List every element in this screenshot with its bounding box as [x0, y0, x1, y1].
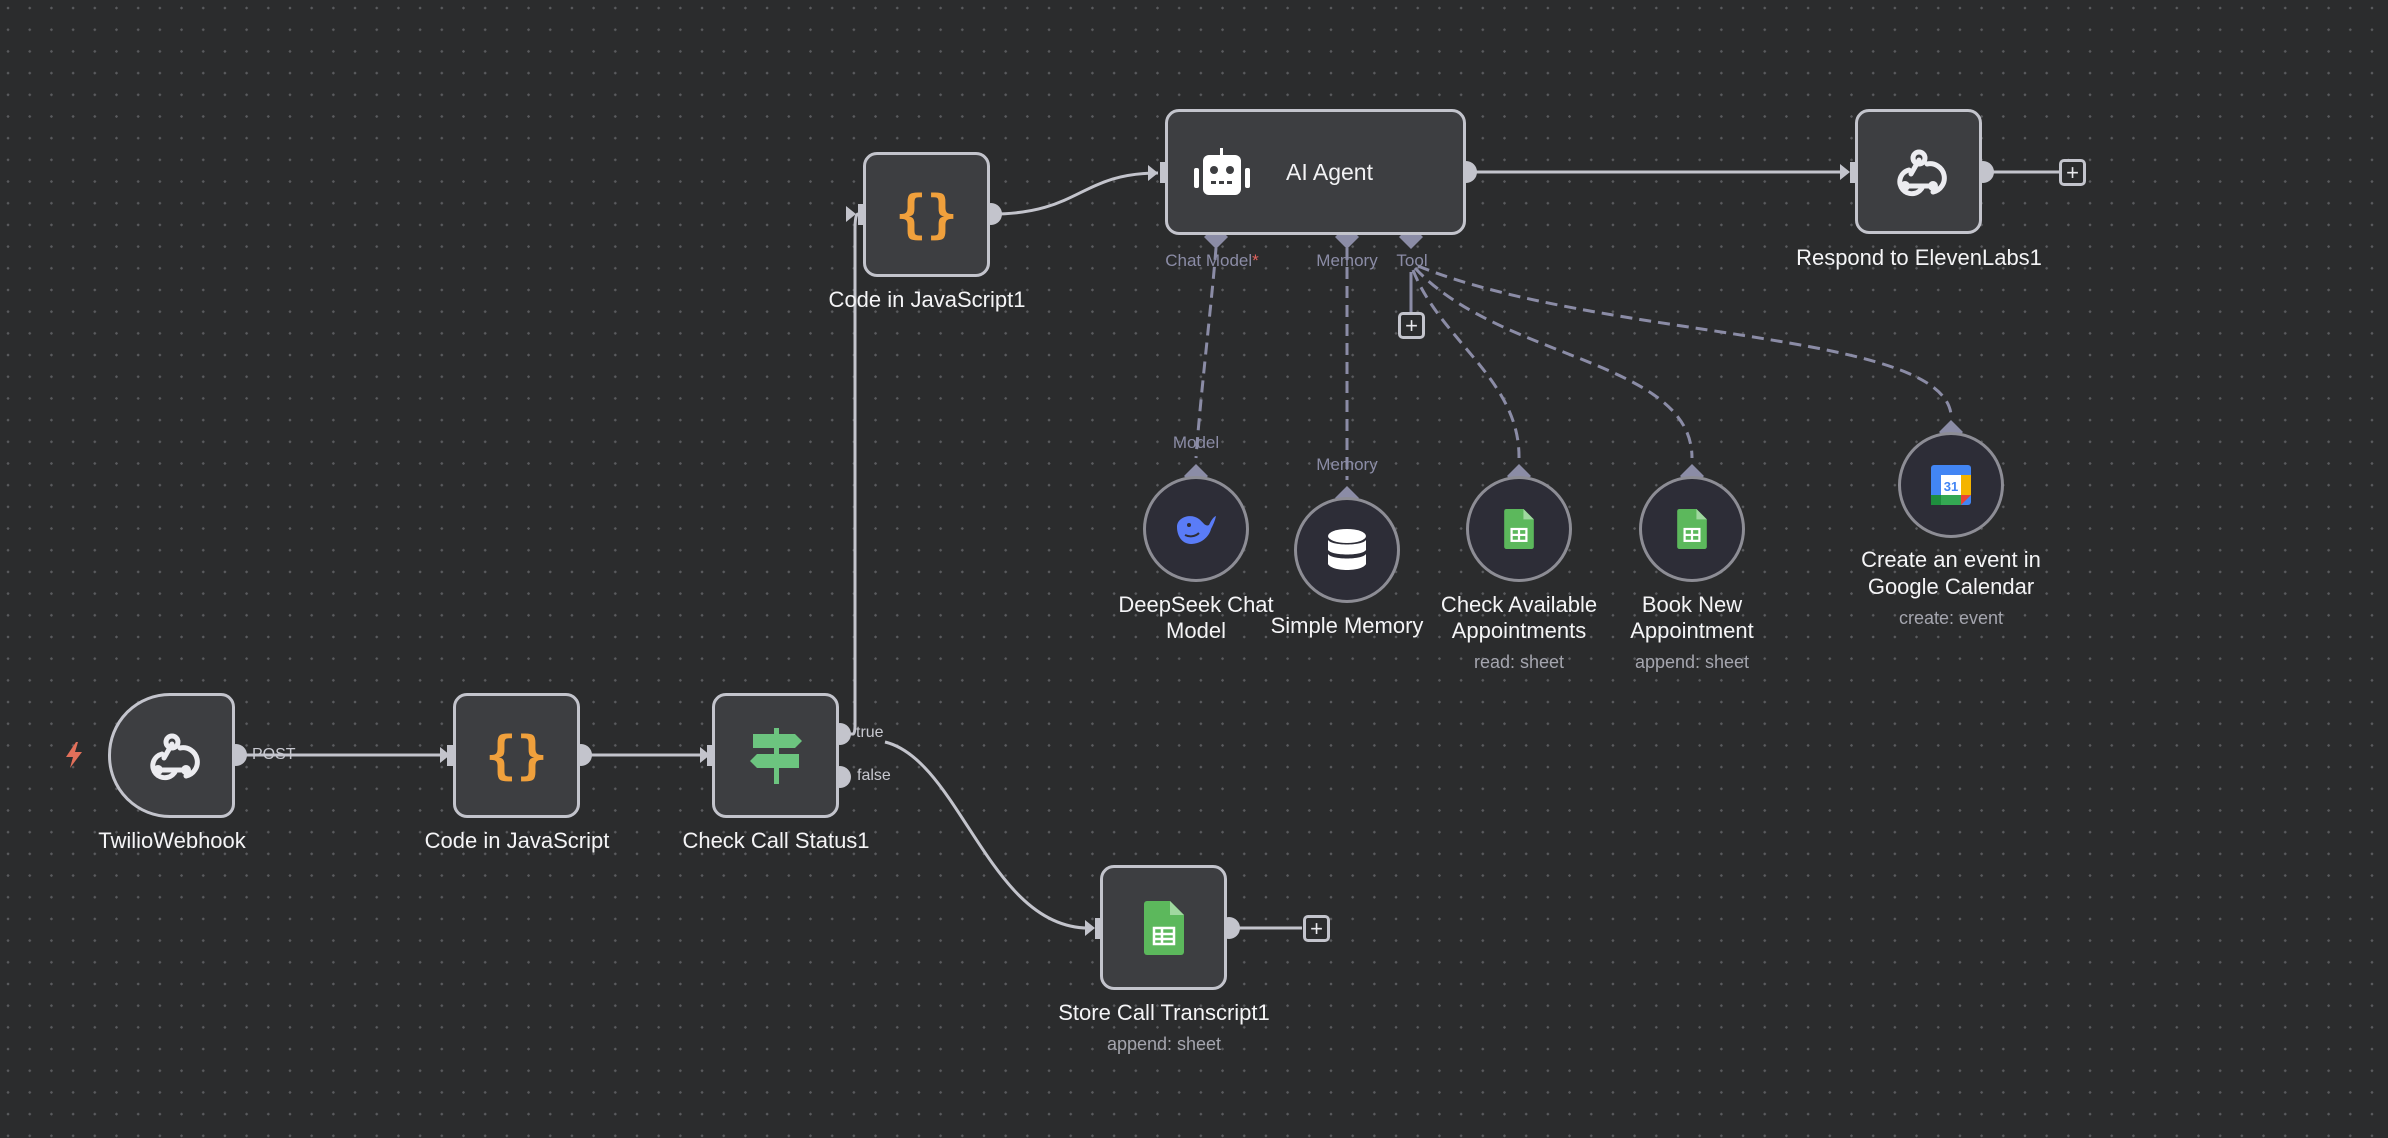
node-ai-agent[interactable]: AI Agent	[1165, 109, 1466, 235]
required-marker: *	[1252, 251, 1259, 270]
simple-memory-label: Simple Memory	[1270, 613, 1424, 638]
chat-model-text: Chat Model	[1165, 251, 1253, 270]
add-after-store-button[interactable]: +	[1303, 915, 1330, 942]
code1-input-handle[interactable]	[846, 204, 865, 225]
connection-tool-to-check-available[interactable]	[1411, 269, 1521, 459]
node-check-available-appointments[interactable]	[1466, 476, 1572, 582]
webhook-icon	[149, 733, 200, 780]
respond-elevenlabs-label: Respond to ElevenLabs1	[1796, 245, 2042, 270]
deepseek-handle-label: Model	[1172, 433, 1220, 452]
code-input-handle[interactable]	[440, 745, 454, 766]
code-braces-icon: {}	[485, 725, 548, 786]
agent-input-handle[interactable]	[1148, 162, 1167, 183]
google-sheets-icon	[1504, 509, 1534, 549]
node-code-javascript[interactable]: {}	[453, 693, 580, 818]
connection-model-to-agent[interactable]	[1194, 247, 1218, 459]
deepseek-whale-icon	[1177, 516, 1216, 544]
calendar-day: 31	[1944, 479, 1958, 494]
google-calendar-icon: 31	[1931, 465, 1971, 505]
book-new-label-line1: Book New	[1641, 592, 1743, 617]
add-after-respond-button[interactable]: +	[2059, 159, 2086, 186]
store-input-handle[interactable]	[1085, 918, 1102, 939]
deepseek-label-line1: DeepSeek Chat	[1118, 592, 1274, 617]
connection-tool-to-book-new[interactable]	[1413, 266, 1694, 459]
calendar-label-line1: Create an event in	[1861, 547, 2041, 572]
check-available-subtitle: read: sheet	[1473, 652, 1565, 672]
connection-code1-to-agent[interactable]	[991, 171, 1159, 216]
google-sheets-icon	[1677, 509, 1707, 549]
check-false-label: false	[857, 767, 891, 784]
node-deepseek-chat-model[interactable]	[1143, 476, 1249, 582]
store-call-transcript-subtitle: append: sheet	[1106, 1034, 1222, 1054]
google-sheets-icon	[1143, 900, 1184, 955]
signpost-icon	[749, 727, 802, 784]
node-book-new-appointment[interactable]	[1639, 476, 1745, 582]
book-new-label-line2: Appointment	[1630, 618, 1754, 643]
node-check-call-status[interactable]	[712, 693, 839, 818]
memory-sub-handle-label: Memory	[1316, 455, 1378, 474]
node-google-calendar[interactable]: 31	[1898, 432, 2004, 538]
node-simple-memory[interactable]	[1294, 497, 1400, 603]
check-input-handle[interactable]	[700, 745, 714, 766]
add-tool-button[interactable]: +	[1398, 312, 1425, 339]
ai-agent-title: AI Agent	[1286, 158, 1373, 185]
chat-model-handle-label: Chat Model*	[1165, 251, 1259, 271]
respond-input-handle[interactable]	[1840, 162, 1857, 183]
store-call-transcript-label: Store Call Transcript1	[1058, 1000, 1270, 1025]
webhook-icon	[1896, 149, 1947, 196]
check-true-label: true	[856, 724, 884, 741]
code-javascript1-label: Code in JavaScript1	[828, 287, 1026, 312]
robot-icon	[1194, 148, 1250, 195]
code-braces-icon: {}	[895, 184, 958, 245]
node-twilio-webhook[interactable]	[108, 693, 235, 818]
node-store-call-transcript[interactable]	[1100, 865, 1227, 990]
twilio-output-label: POST	[252, 746, 296, 763]
tool-handle-label: Tool	[1396, 251, 1428, 270]
calendar-subtitle: create: event	[1898, 608, 2004, 628]
database-icon	[1328, 529, 1366, 570]
connection-check-true-to-code1[interactable]	[841, 212, 859, 736]
twilio-webhook-label: TwilioWebhook	[98, 828, 246, 853]
connection-tool-to-calendar[interactable]	[1417, 264, 1953, 415]
trigger-bolt-icon	[66, 742, 82, 768]
node-code-javascript1[interactable]: {}	[863, 152, 990, 277]
code-javascript-label: Code in JavaScript	[424, 828, 610, 853]
memory-handle-label: Memory	[1316, 251, 1378, 270]
node-respond-elevenlabs[interactable]	[1855, 109, 1982, 234]
check-available-label-line1: Check Available	[1440, 592, 1598, 617]
connection-check-true-to-store[interactable]	[884, 740, 1091, 930]
check-call-status-label: Check Call Status1	[682, 828, 870, 853]
calendar-label-line2: Google Calendar	[1867, 574, 2035, 599]
deepseek-label-line2: Model	[1166, 618, 1226, 643]
book-new-subtitle: append: sheet	[1634, 652, 1750, 672]
check-available-label-line2: Appointments	[1451, 618, 1587, 643]
